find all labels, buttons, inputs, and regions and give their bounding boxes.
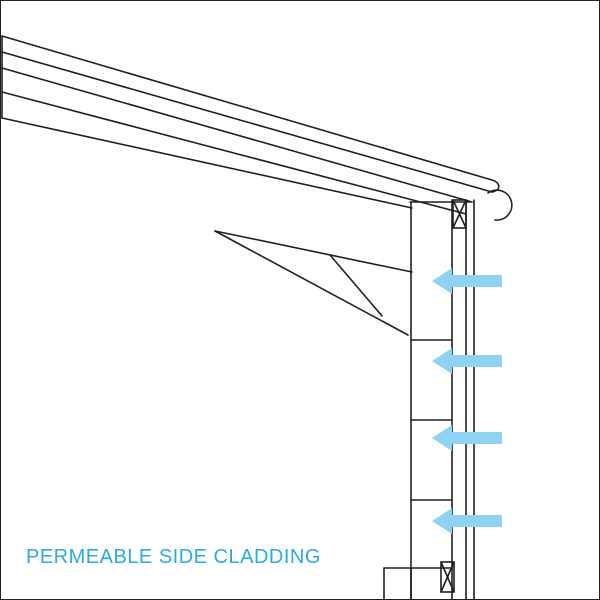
roof-sheet-thickness bbox=[1, 51, 493, 193]
gutter-curve bbox=[487, 189, 513, 221]
cross-brace-top-x2 bbox=[452, 199, 467, 229]
airflow-arrow-2 bbox=[432, 348, 502, 374]
ceiling-brace bbox=[214, 230, 413, 336]
gutter-profile bbox=[487, 189, 513, 221]
rafter-top-line bbox=[1, 67, 473, 203]
brace-web bbox=[329, 254, 383, 317]
wall-assembly bbox=[383, 199, 475, 600]
base-plate bbox=[383, 567, 412, 600]
brace-diagonal-lower bbox=[214, 230, 409, 336]
cross-brace-bottom-x2 bbox=[440, 561, 455, 593]
airflow-arrow-4 bbox=[432, 508, 502, 534]
figure-caption: PERMEABLE SIDE CLADDING bbox=[26, 546, 321, 568]
roof-sheet-top-edge bbox=[1, 35, 493, 181]
airflow-arrows bbox=[432, 268, 502, 534]
airflow-arrow-1 bbox=[432, 268, 502, 294]
cross-brace-top bbox=[452, 199, 467, 229]
cross-brace-bottom-box bbox=[440, 561, 455, 593]
airflow-arrow-3 bbox=[432, 425, 502, 451]
cross-brace-bottom bbox=[440, 561, 455, 593]
roof-assembly bbox=[1, 35, 500, 215]
brace-diagonal-upper bbox=[214, 230, 413, 273]
cross-brace-top-box bbox=[452, 199, 467, 229]
roof-edge-cap bbox=[491, 179, 500, 193]
soffit-line bbox=[1, 117, 413, 209]
rafter-under-line bbox=[1, 91, 467, 215]
